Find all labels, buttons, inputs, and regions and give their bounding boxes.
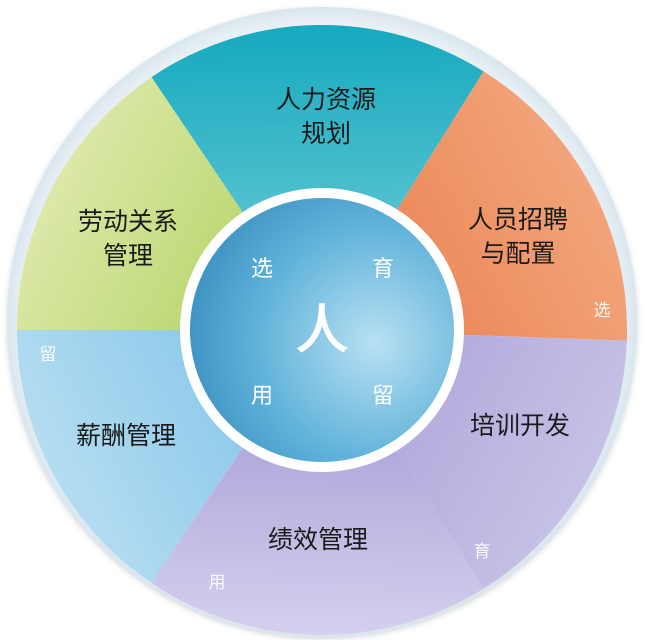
svg-text:人员招聘: 人员招聘: [468, 205, 568, 234]
svg-text:规划: 规划: [301, 119, 351, 148]
hub-label-use: 用: [251, 384, 273, 409]
svg-text:与配置: 与配置: [480, 239, 555, 268]
segment-label-performance: 绩效管理: [268, 525, 368, 554]
corner-tag-performance: 用: [209, 573, 226, 593]
center-character: 人: [296, 301, 348, 361]
segment-label-planning: 人力资源 规划: [276, 85, 376, 148]
svg-text:人力资源: 人力资源: [276, 85, 376, 114]
hub-label-select: 选: [251, 257, 273, 282]
svg-text:劳动关系: 劳动关系: [78, 207, 178, 236]
svg-text:培训开发: 培训开发: [470, 411, 570, 440]
svg-text:薪酬管理: 薪酬管理: [76, 421, 176, 450]
svg-text:绩效管理: 绩效管理: [268, 525, 368, 554]
segment-label-salary: 薪酬管理: [76, 421, 176, 450]
segment-label-training: 培训开发: [470, 411, 570, 440]
hub: [190, 198, 454, 462]
segment-planning: [151, 25, 484, 331]
segment-performance: [151, 330, 484, 636]
svg-text:管理: 管理: [103, 241, 153, 270]
corner-tag-salary: 留: [40, 345, 57, 365]
segment-label-labor: 劳动关系 管理: [78, 207, 178, 270]
corner-tag-training: 育: [474, 542, 491, 562]
hub-label-retain: 留: [372, 384, 394, 409]
segment-label-recruitment: 人员招聘 与配置: [468, 205, 568, 268]
corner-tag-recruitment: 选: [594, 301, 611, 321]
hub-label-develop: 育: [372, 257, 394, 282]
